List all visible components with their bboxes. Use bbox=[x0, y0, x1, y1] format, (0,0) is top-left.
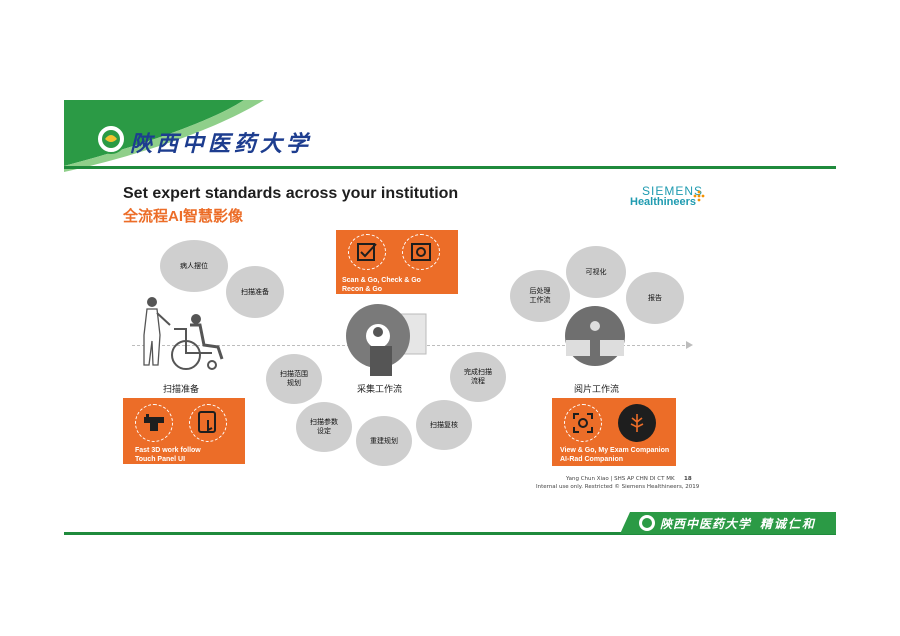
ai-brain-icon bbox=[618, 404, 656, 442]
slide-title: Set expert standards across your institu… bbox=[123, 185, 459, 202]
footer-motto: 精诚仁和 bbox=[760, 517, 817, 531]
stage-label-reading: 阅片工作流 bbox=[574, 385, 620, 395]
brand-subname: Healthineers bbox=[630, 196, 697, 208]
bubble-postprocess: 后处理 工作流 bbox=[510, 270, 570, 322]
stage-label-prep: 扫描准备 bbox=[163, 385, 200, 395]
brand-dots-icon bbox=[693, 190, 705, 202]
slide-subtitle: 全流程AI智慧影像 bbox=[123, 208, 244, 225]
bubble-patient-positioning: 病人摆位 bbox=[160, 240, 228, 292]
footer-university-name: 陝西中医药大学 bbox=[660, 517, 752, 531]
bubble-finish-scan: 完成扫描 流程 bbox=[450, 352, 506, 402]
axis-arrow-icon bbox=[686, 341, 693, 349]
checkbox-icon bbox=[348, 234, 386, 270]
acquisition-feature-box: Scan & Go, Check & Go Recon & Go bbox=[336, 230, 458, 294]
reading-feature-text: View & Go, My Exam Companion AI-Rad Comp… bbox=[560, 447, 670, 463]
slide-copyright: Internal use only. Restricted © Siemens … bbox=[536, 484, 700, 490]
university-name: 陝西中医药大学 bbox=[130, 131, 313, 157]
touch-panel-icon bbox=[189, 404, 227, 442]
ct-scanner-icon bbox=[346, 304, 427, 376]
prep-feature-text: Fast 3D work follow Touch Panel UI bbox=[135, 447, 201, 463]
bubble-visualization: 可视化 bbox=[566, 246, 626, 298]
reading-feature-box: View & Go, My Exam Companion AI-Rad Comp… bbox=[552, 398, 676, 466]
bubble-scan-params: 扫描参数 设定 bbox=[296, 402, 352, 452]
bubble-report: 报告 bbox=[626, 272, 684, 324]
brand-name: SIEMENS bbox=[642, 184, 704, 198]
bubble-recon-plan: 重建规划 bbox=[356, 416, 412, 466]
bubble-scan-prep: 扫描准备 bbox=[226, 266, 284, 318]
footer-banner bbox=[620, 512, 836, 534]
acquisition-feature-text: Scan & Go, Check & Go Recon & Go bbox=[342, 277, 421, 293]
slide-page-number: 18 bbox=[684, 476, 692, 482]
bubble-scan-range: 扫描范围 规划 bbox=[266, 354, 322, 404]
patient-wheelchair-icon bbox=[143, 297, 224, 370]
bubble-scan-review: 扫描复核 bbox=[416, 400, 472, 450]
footer-divider bbox=[64, 532, 836, 535]
gear-frame-icon bbox=[402, 234, 440, 270]
scanner-panel-icon bbox=[135, 404, 173, 442]
radiologist-workstation-icon bbox=[565, 306, 625, 366]
university-emblem bbox=[96, 124, 126, 154]
prep-feature-box: Fast 3D work follow Touch Panel UI bbox=[123, 398, 245, 464]
header-divider bbox=[64, 166, 836, 169]
slide-author: Yang Chun Xiao | SHS AP CHN DI CT MK bbox=[566, 476, 675, 482]
stage-label-acquisition: 采集工作流 bbox=[357, 385, 403, 395]
face-scan-icon bbox=[564, 404, 602, 442]
footer-emblem bbox=[638, 514, 656, 532]
